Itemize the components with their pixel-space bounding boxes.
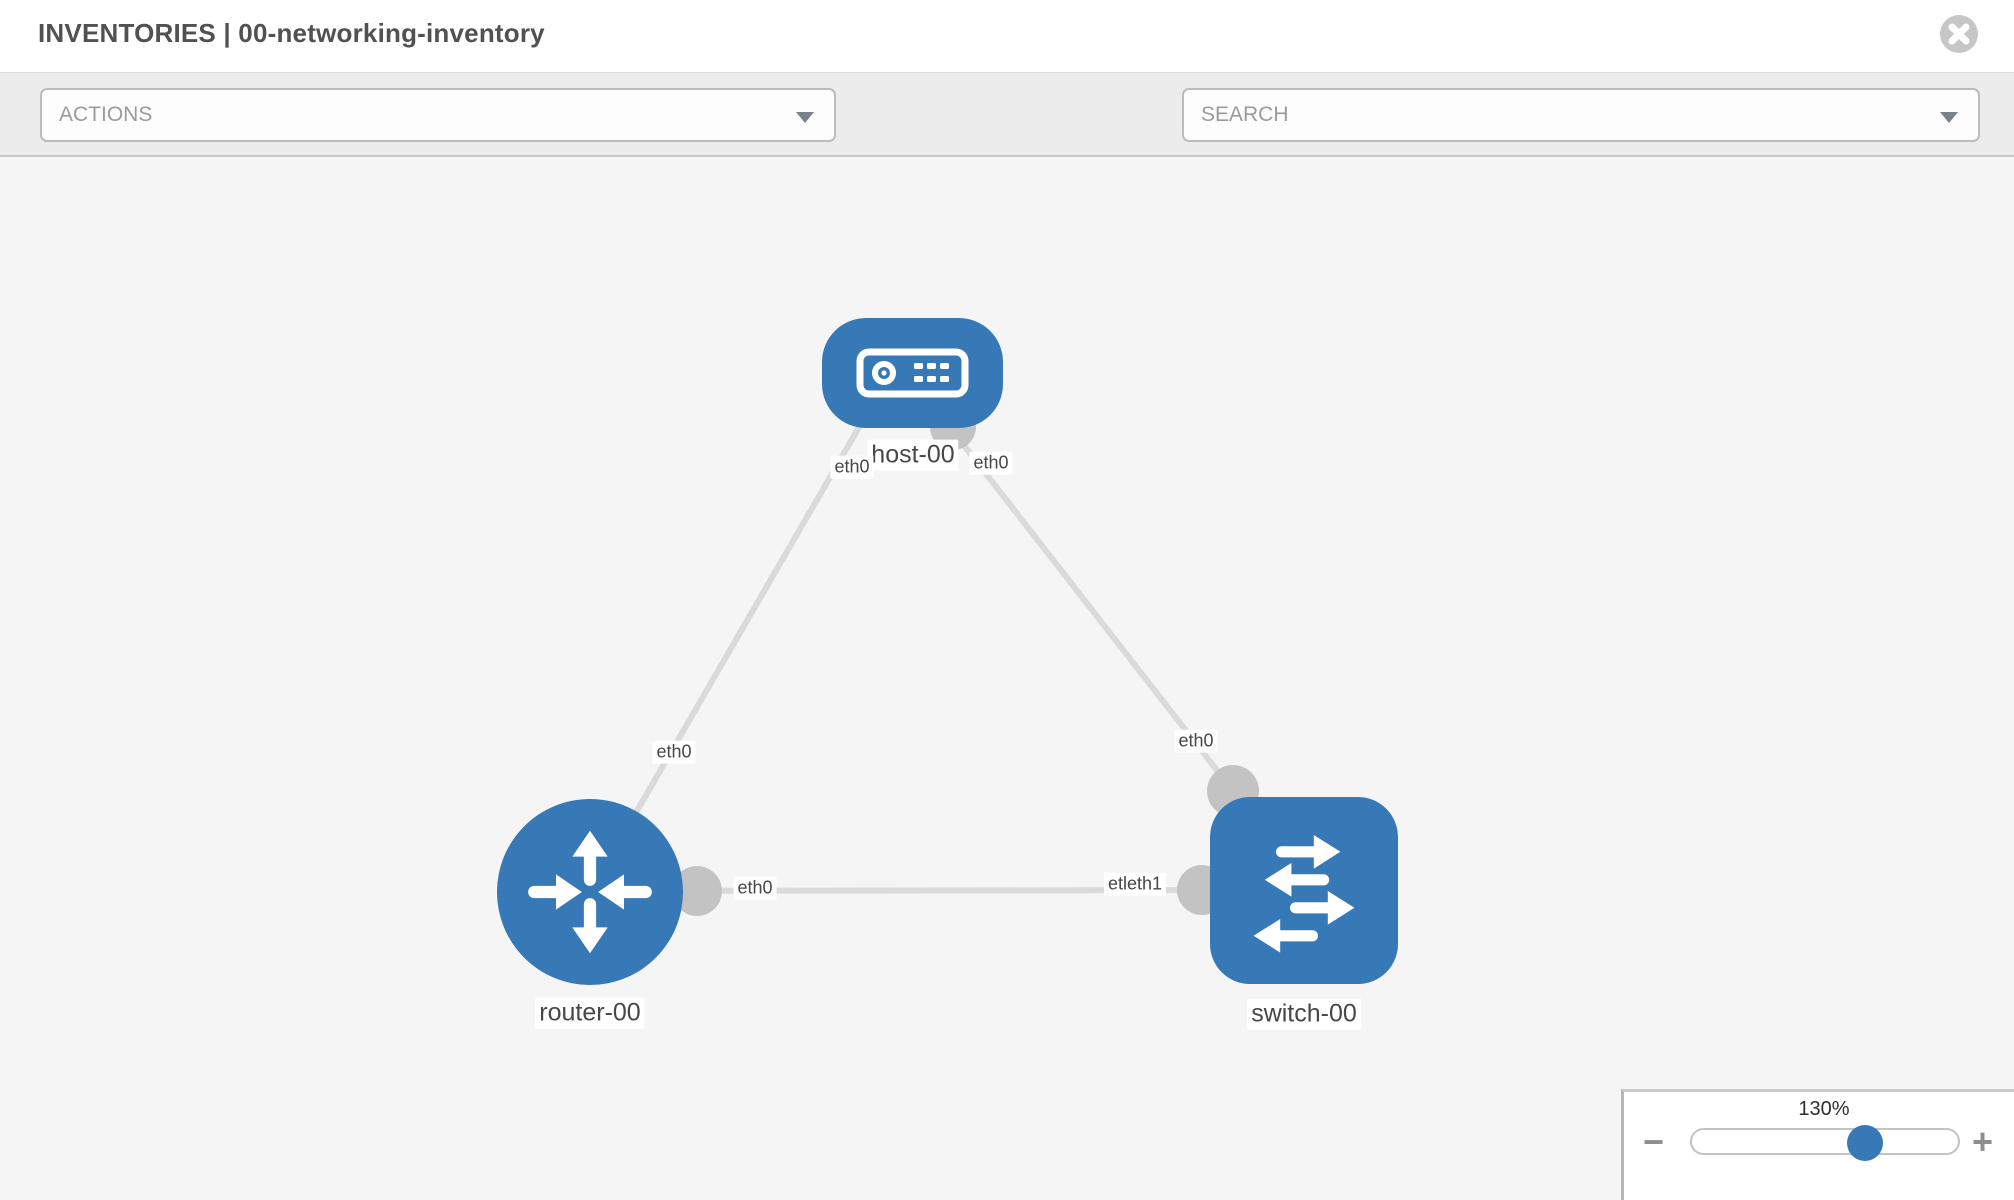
zoom-level-value: 130% <box>1798 1098 1850 1120</box>
chevron-down-icon <box>796 112 814 123</box>
node-switch-00[interactable] <box>1210 797 1398 984</box>
port-router-eth0 <box>672 866 722 916</box>
host-device-icon <box>856 348 969 398</box>
label-host-00: host-00 <box>867 439 959 471</box>
page-title: INVENTORIES | 00-networking-inventory <box>38 18 545 48</box>
links-layer <box>587 404 1259 916</box>
label-switch-port-eth1: etleth1 <box>1103 872 1167 896</box>
zoom-in-button[interactable]: + <box>1972 1121 1994 1162</box>
panel-header: INVENTORIES | 00-networking-inventory <box>0 0 2014 72</box>
close-icon[interactable] <box>1940 15 1978 53</box>
search-input[interactable] <box>1184 103 1884 127</box>
zoom-slider-track[interactable] <box>1690 1128 1960 1155</box>
node-host-00[interactable] <box>822 318 1003 428</box>
label-router-00: router-00 <box>535 997 645 1029</box>
label-router-port-eth0: eth0 <box>733 876 777 900</box>
zoom-out-button[interactable]: − <box>1643 1121 1665 1162</box>
search-field[interactable] <box>1182 88 1980 142</box>
zoom-control-panel: 130% − + <box>1621 1089 2014 1200</box>
toolbar: ACTIONS <box>0 72 2014 208</box>
close-x-glyph <box>1948 23 1970 45</box>
router-arrows-icon <box>528 830 652 954</box>
label-host-eth0-right: eth0 <box>969 451 1013 475</box>
label-host-eth0-left: eth0 <box>830 455 874 479</box>
label-link-router-eth0: eth0 <box>652 740 696 764</box>
label-link-switch-eth0: eth0 <box>1174 729 1218 753</box>
switch-arrows-icon <box>1253 835 1355 953</box>
actions-dropdown-label: ACTIONS <box>59 103 153 126</box>
actions-dropdown[interactable]: ACTIONS <box>40 88 836 142</box>
chevron-down-icon <box>1940 112 1958 123</box>
label-switch-00: switch-00 <box>1247 998 1361 1030</box>
node-router-00[interactable] <box>497 799 683 985</box>
zoom-slider-thumb[interactable] <box>1847 1125 1883 1161</box>
topology-canvas[interactable]: host-00 eth0 eth0 eth0 eth0 eth0 etleth1… <box>0 157 2014 1200</box>
